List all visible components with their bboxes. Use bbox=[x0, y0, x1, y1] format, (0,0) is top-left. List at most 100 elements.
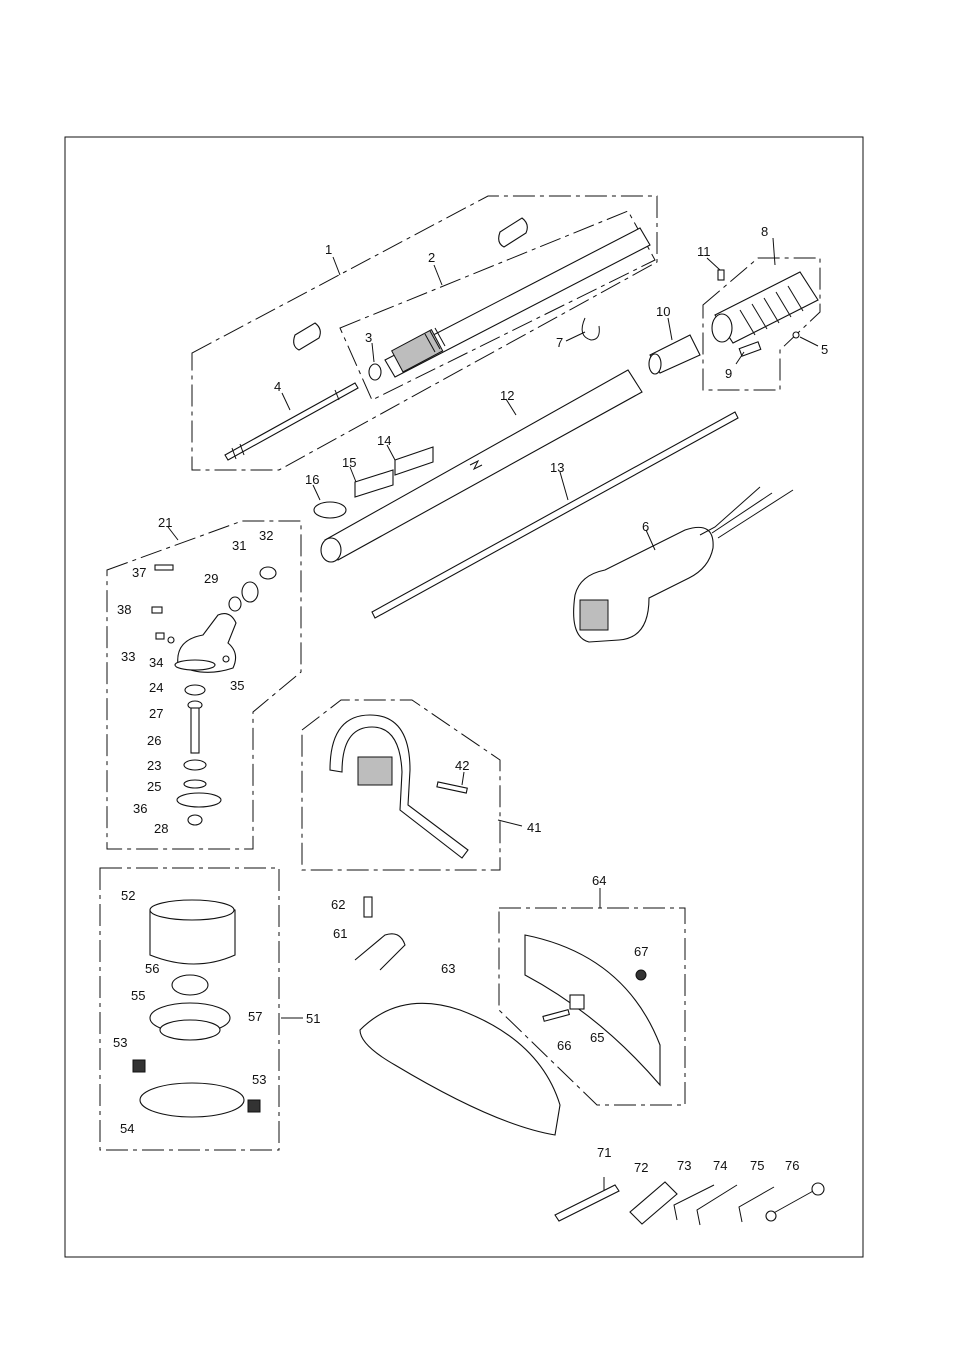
label-sticker-15 bbox=[355, 470, 393, 497]
part-label: 51 bbox=[306, 1011, 320, 1026]
part-label: 3 bbox=[365, 330, 372, 345]
part-label: 66 bbox=[557, 1038, 571, 1053]
part-label: 53 bbox=[252, 1072, 266, 1087]
part-label: 34 bbox=[149, 655, 163, 670]
screw-33 bbox=[156, 633, 164, 639]
washer-25 bbox=[184, 780, 206, 788]
screw-35 bbox=[223, 656, 229, 662]
bolt-42 bbox=[437, 782, 467, 793]
part-label: 1 bbox=[325, 242, 332, 257]
part-label: 25 bbox=[147, 779, 161, 794]
screw-11 bbox=[718, 270, 724, 280]
grip bbox=[712, 272, 818, 343]
part-label: 2 bbox=[428, 250, 435, 265]
part-label: 12 bbox=[500, 388, 514, 403]
washer-34 bbox=[168, 637, 174, 643]
part-label: 23 bbox=[147, 758, 161, 773]
part-label: 21 bbox=[158, 515, 172, 530]
part-label: 29 bbox=[204, 571, 218, 586]
bolt-66 bbox=[543, 1010, 569, 1022]
bolt-62 bbox=[364, 897, 372, 917]
nut-28 bbox=[188, 815, 202, 825]
part-label: 57 bbox=[248, 1009, 262, 1024]
part-label: 32 bbox=[259, 528, 273, 543]
line-57 bbox=[160, 1020, 220, 1040]
sleeve bbox=[649, 335, 700, 374]
label-sticker-14 bbox=[395, 447, 433, 475]
part-label: 62 bbox=[331, 897, 345, 912]
clamp-61 bbox=[355, 934, 405, 970]
bearing-24 bbox=[185, 685, 205, 695]
part-label: 16 bbox=[305, 472, 319, 487]
part-label: 42 bbox=[455, 758, 469, 773]
nut-67 bbox=[636, 970, 646, 980]
circlip-32 bbox=[260, 567, 276, 579]
part-label: 31 bbox=[232, 538, 246, 553]
eyelet-53b bbox=[248, 1100, 260, 1112]
bearing-23 bbox=[184, 760, 206, 770]
tool-71 bbox=[555, 1185, 619, 1221]
part-label: 52 bbox=[121, 888, 135, 903]
eyelet-53a bbox=[133, 1060, 145, 1072]
inner-shaft-assembly bbox=[369, 228, 650, 380]
part-label: 54 bbox=[120, 1121, 134, 1136]
drive-shaft bbox=[225, 383, 358, 460]
part-label: 4 bbox=[274, 379, 281, 394]
part-label: 61 bbox=[333, 926, 347, 941]
spring-56 bbox=[172, 975, 208, 995]
part-label: 15 bbox=[342, 455, 356, 470]
part-label: 73 bbox=[677, 1158, 691, 1173]
wrench-76 bbox=[770, 1190, 815, 1215]
bolt-38 bbox=[152, 607, 162, 613]
part-label: 28 bbox=[154, 821, 168, 836]
gear-29 bbox=[229, 597, 241, 611]
part-label: 75 bbox=[750, 1158, 764, 1173]
trimmer-head bbox=[150, 900, 235, 964]
part-label: 76 bbox=[785, 1158, 799, 1173]
part-label: 53 bbox=[113, 1035, 127, 1050]
part-label: 10 bbox=[656, 304, 670, 319]
guard-63 bbox=[360, 1003, 560, 1135]
part-label: 13 bbox=[550, 460, 564, 475]
tool-72 bbox=[630, 1182, 677, 1224]
part-label: 67 bbox=[634, 944, 648, 959]
control-handle bbox=[574, 487, 793, 642]
label-sticker-16 bbox=[314, 502, 346, 518]
part-label: 6 bbox=[642, 519, 649, 534]
gear-head bbox=[175, 614, 236, 673]
part-label: 38 bbox=[117, 602, 131, 617]
screw-5 bbox=[793, 332, 799, 338]
part-label: 7 bbox=[556, 335, 563, 350]
part-label: 65 bbox=[590, 1030, 604, 1045]
part-label: 72 bbox=[634, 1160, 648, 1175]
part-label: 9 bbox=[725, 366, 732, 381]
part-label: 8 bbox=[761, 224, 768, 239]
base-54 bbox=[140, 1083, 244, 1117]
part-label: 5 bbox=[821, 342, 828, 357]
part-label: 14 bbox=[377, 433, 391, 448]
part-label: 56 bbox=[145, 961, 159, 976]
part-label: 36 bbox=[133, 801, 147, 816]
bolt-37 bbox=[155, 565, 173, 570]
spacer-65 bbox=[570, 995, 584, 1009]
part-label: 24 bbox=[149, 680, 163, 695]
part-label: 71 bbox=[597, 1145, 611, 1160]
bearing-31 bbox=[242, 582, 258, 602]
part-label: 74 bbox=[713, 1158, 727, 1173]
part-label: 64 bbox=[592, 873, 606, 888]
part-label: 27 bbox=[149, 706, 163, 721]
shaft-plug bbox=[294, 218, 528, 350]
clip bbox=[582, 318, 599, 340]
part-label: 26 bbox=[147, 733, 161, 748]
shaft-pipe bbox=[321, 370, 642, 562]
part-label: 55 bbox=[131, 988, 145, 1003]
part-label: 35 bbox=[230, 678, 244, 693]
flex-shaft bbox=[372, 412, 738, 618]
part-label: 41 bbox=[527, 820, 541, 835]
part-label: 63 bbox=[441, 961, 455, 976]
spindle-26 bbox=[191, 708, 199, 753]
part-label: 33 bbox=[121, 649, 135, 664]
tool-73 bbox=[674, 1185, 714, 1220]
holder-36 bbox=[177, 793, 221, 807]
